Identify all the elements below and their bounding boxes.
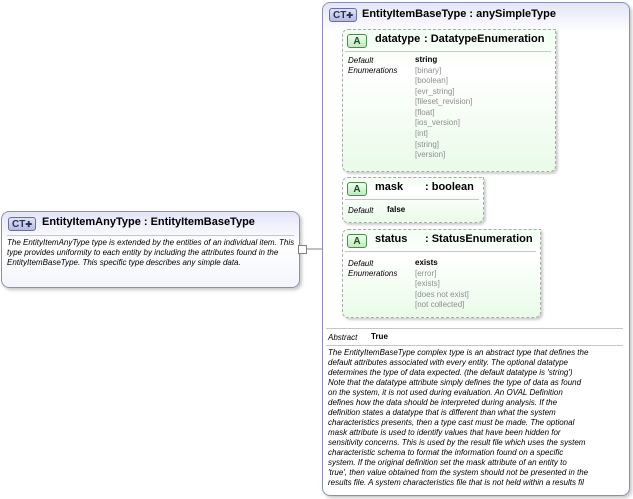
default-label: Default [348, 259, 374, 268]
attribute-mask-box: A mask : boolean Default false [342, 177, 484, 223]
attribute-type: : StatusEnumeration [425, 233, 533, 245]
attribute-type: : DatatypeEnumeration [424, 33, 545, 45]
attribute-name: mask [375, 181, 404, 193]
entity-item-base-type-title: EntityItemBaseType : anySimpleType [362, 8, 556, 20]
plus-icon: ✚ [25, 220, 33, 229]
doc-line: definition states a datatype that is dif… [328, 408, 556, 417]
attribute-divider [345, 51, 551, 52]
doc-line: characteristic schema to format the info… [328, 448, 564, 457]
complex-type-badge-label: CT [333, 10, 347, 21]
attribute-datatype-box: A datatype : DatatypeEnumeration Default… [342, 29, 556, 172]
doc-line: determines the type of data expected. (t… [328, 368, 573, 377]
entity-item-any-type-title: EntityItemAnyType : EntityItemBaseType [42, 216, 255, 228]
enumeration-item: [binary] [415, 65, 442, 75]
abstract-value: True [371, 332, 388, 341]
enumeration-list: [binary][boolean][evr_string][fileset_re… [415, 66, 472, 161]
plus-icon: ✚ [346, 11, 354, 20]
complex-type-icon: CT✚ [329, 8, 357, 22]
attribute-divider [345, 251, 536, 252]
attribute-name: status [375, 233, 408, 245]
enumeration-item: [exists] [415, 279, 440, 289]
doc-line: 'true', then value obtained from the sys… [328, 468, 589, 477]
doc-line: sensitivity concerns. This is used by th… [328, 438, 586, 447]
enumerations-label: Enumerations [348, 269, 398, 278]
enumeration-item: [string] [415, 139, 440, 149]
title-divider [7, 235, 294, 236]
attribute-icon: A [347, 182, 367, 196]
doc-line: mask attribute is used to identify value… [328, 428, 561, 437]
abstract-label: Abstract [328, 333, 358, 342]
expand-toggle[interactable] [298, 245, 307, 254]
attribute-icon: A [347, 34, 367, 48]
default-value: false [387, 205, 406, 214]
complex-type-icon: CT✚ [8, 217, 36, 231]
complex-type-badge-label: CT [12, 219, 26, 230]
enumeration-list: [error][exists][does not exist][not coll… [415, 269, 469, 311]
attribute-status-box: A status : StatusEnumeration Default Enu… [342, 229, 541, 318]
default-label: Default [348, 56, 374, 65]
enumeration-item: [version] [415, 150, 446, 160]
attribute-type: : boolean [425, 181, 474, 193]
enumeration-item: [ios_version] [415, 118, 460, 128]
doc-line: on the system, it is not used during eva… [328, 388, 563, 397]
doc-line: results file. A system characteristics f… [328, 478, 584, 487]
default-value: string [415, 55, 438, 64]
entity-item-any-type-doc: The EntityItemAnyType type is extended b… [7, 238, 295, 267]
enumeration-item: [error] [415, 268, 437, 278]
doc-divider [326, 345, 623, 346]
enumerations-label: Enumerations [348, 66, 398, 75]
entity-item-base-type-doc: The EntityItemBaseType complex type is a… [328, 348, 626, 488]
enumeration-item: [not collected] [415, 300, 465, 310]
enumeration-item: [int] [415, 129, 428, 139]
enumeration-item: [float] [415, 107, 435, 117]
enumeration-item: [fileset_revision] [415, 97, 473, 107]
entity-item-any-type-box: CT✚ EntityItemAnyType : EntityItemBaseTy… [1, 211, 300, 288]
doc-line: The EntityItemBaseType complex type is a… [328, 348, 589, 357]
doc-line: system. If the original definition set t… [328, 458, 567, 467]
doc-line: Note that the datatype attribute simply … [328, 378, 582, 387]
attribute-icon: A [347, 234, 367, 248]
enumeration-item: [does not exist] [415, 289, 469, 299]
default-label: Default [348, 206, 374, 215]
default-value: exists [415, 258, 438, 267]
enumeration-item: [boolean] [415, 76, 448, 86]
doc-line: defines how the data should be interpret… [328, 398, 558, 407]
abstract-divider [326, 328, 623, 329]
doc-line: characteristics presents, then a type ca… [328, 418, 575, 427]
enumeration-item: [evr_string] [415, 86, 455, 96]
attribute-name: datatype [375, 33, 421, 45]
doc-line: default attributes associated with every… [328, 358, 568, 367]
attribute-divider [345, 199, 479, 200]
